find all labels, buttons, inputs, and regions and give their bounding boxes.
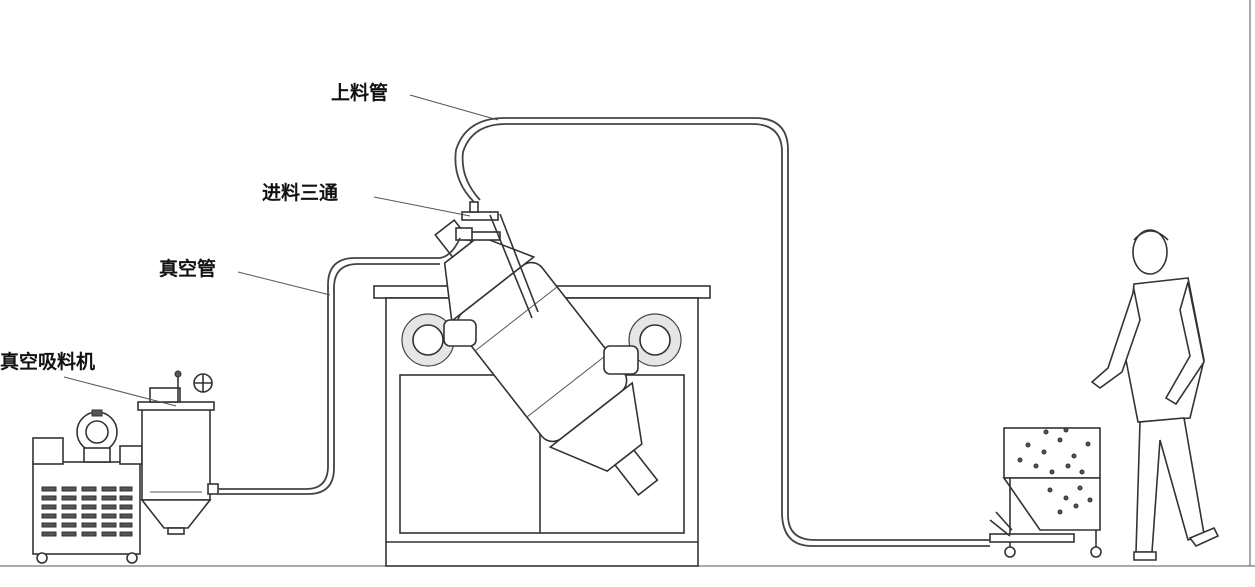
upper-feed-pipe-line bbox=[454, 117, 990, 541]
leader-vacuum-loader bbox=[63, 376, 177, 407]
mixer-machine bbox=[373, 201, 711, 567]
vacuum-loader-machine bbox=[32, 370, 219, 564]
label-upper-feed-pipe: 上料管 bbox=[331, 81, 388, 104]
leader-upper-feed-pipe bbox=[409, 94, 499, 121]
leader-vacuum-pipe bbox=[237, 271, 331, 296]
label-feed-tee: 进料三通 bbox=[262, 181, 339, 204]
leader-feed-tee bbox=[373, 196, 471, 217]
label-vacuum-loader: 真空吸料机 bbox=[0, 350, 95, 373]
feed-hopper bbox=[989, 427, 1102, 558]
operator-figure bbox=[1090, 229, 1220, 561]
label-vacuum-pipe: 真空管 bbox=[159, 257, 216, 280]
vacuum-pipe-line bbox=[218, 237, 461, 490]
